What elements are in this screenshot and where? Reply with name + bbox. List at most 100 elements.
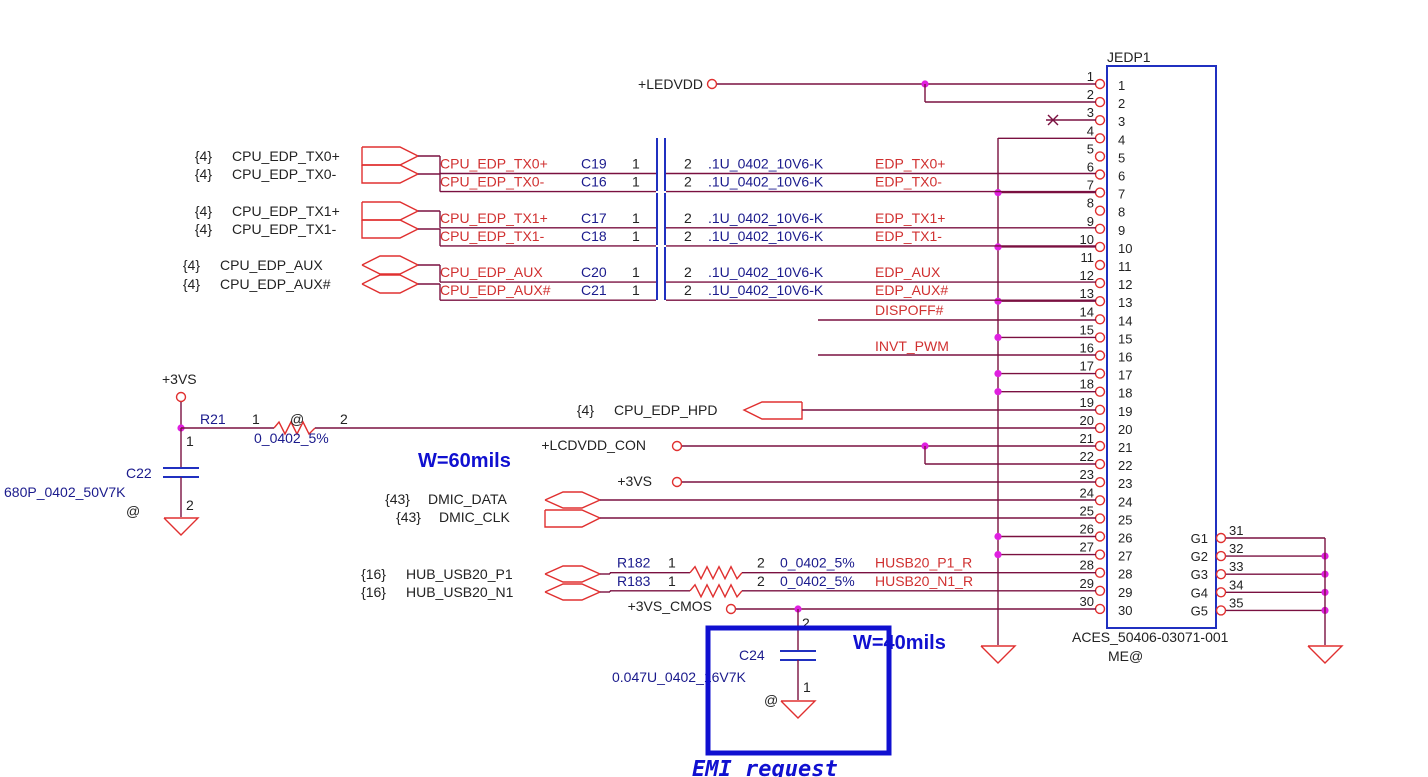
- c24-pin1: 1: [803, 679, 811, 695]
- hpd-sheet: {4}: [577, 402, 594, 418]
- connector-pin-inner: 27: [1118, 549, 1132, 564]
- cap-net-out: EDP_AUX#: [875, 282, 948, 298]
- connector-pin-inner: 2: [1118, 96, 1125, 111]
- usb-res-pin1: 1: [668, 555, 676, 571]
- connector-pin-inner: 15: [1118, 331, 1132, 346]
- connector-pin-number: 10: [1080, 232, 1094, 247]
- ground-symbol: [780, 700, 817, 719]
- cap-net-out: EDP_TX0-: [875, 174, 942, 190]
- usb-resistor: [689, 565, 743, 581]
- input-net-name: CPU_EDP_TX0-: [232, 166, 337, 182]
- usb-res-ref: R182: [617, 555, 651, 571]
- connector-pin-number: 19: [1080, 395, 1094, 410]
- connector-pin-inner: 3: [1118, 114, 1125, 129]
- lcdvdd-circle: [671, 440, 683, 452]
- connector-pin-circle: [1094, 404, 1106, 415]
- connector-pin-number: 11: [1081, 250, 1095, 265]
- connector-pin-number: 18: [1080, 377, 1094, 392]
- signal-port: [361, 255, 420, 275]
- connector-pin-number: 21: [1080, 431, 1094, 446]
- connector-pin-circle: [1094, 440, 1106, 452]
- dmic-clk-port: [544, 509, 602, 528]
- emi-box: [705, 625, 892, 756]
- connector-pin-inner: 6: [1118, 169, 1125, 184]
- ground-symbol: [163, 517, 200, 536]
- input-net-name: DMIC_DATA: [428, 491, 507, 507]
- ground-pin-circle: [1215, 550, 1227, 562]
- cap-net-out: EDP_TX1+: [875, 210, 945, 226]
- connector-pin-number: 30: [1080, 594, 1094, 609]
- cap-net-in: CPU_EDP_TX1-: [440, 228, 545, 244]
- ground-pin-label: G1: [1191, 531, 1208, 546]
- input-net-name: HUB_USB20_N1: [406, 584, 514, 600]
- cap-net-out: EDP_TX1-: [875, 228, 942, 244]
- c22-ref: C22: [126, 465, 152, 481]
- connector-pin-number: 6: [1087, 160, 1094, 175]
- connector-pin-inner: 24: [1118, 494, 1132, 509]
- cap-pin2: 2: [684, 156, 692, 172]
- invt-pwm-label: INVT_PWM: [875, 338, 949, 354]
- cap-ref: C21: [581, 282, 607, 298]
- connector-pin-inner: 22: [1118, 458, 1132, 473]
- cap-net-in: CPU_EDP_TX0-: [440, 174, 545, 190]
- connector-pin-inner: 11: [1118, 259, 1132, 274]
- connector-pin-inner: 13: [1118, 295, 1132, 310]
- connector-pin-number: 5: [1087, 141, 1094, 156]
- cap-pin1: 1: [632, 282, 640, 298]
- cap-pin1: 1: [632, 174, 640, 190]
- cap-pin1: 1: [632, 156, 640, 172]
- connector-pin-number: 23: [1080, 467, 1094, 482]
- connector-pin-circle: [1094, 223, 1106, 235]
- connector-pin-circle: [1094, 368, 1106, 379]
- connector-part: ACES_50406-03071-001: [1072, 629, 1229, 645]
- ground-symbol: [980, 645, 1017, 664]
- connector-pin-inner: 19: [1118, 404, 1132, 419]
- c24-ref: C24: [739, 647, 765, 663]
- connector-pin-inner: 17: [1118, 368, 1132, 383]
- connector-pin-circle: [1094, 296, 1106, 307]
- cap-pin2: 2: [684, 228, 692, 244]
- connector-pin-number: 26: [1080, 522, 1094, 537]
- connector-pin-number: 9: [1087, 214, 1094, 229]
- input-net-name: CPU_EDP_TX1-: [232, 221, 337, 237]
- input-net-name: CPU_EDP_TX0+: [232, 148, 340, 164]
- usb-res-ref: R183: [617, 573, 651, 589]
- c24-pin2: 2: [802, 615, 810, 631]
- rail-circle: [175, 391, 187, 403]
- connector-pin-circle: [1094, 422, 1106, 434]
- connector-pin-inner: 29: [1118, 585, 1132, 600]
- cap-net-out: EDP_AUX: [875, 264, 941, 280]
- usb-res-net-out: HUSB20_N1_R: [875, 573, 973, 589]
- connector-pin-inner: 25: [1118, 512, 1132, 527]
- cap-pin1: 1: [632, 228, 640, 244]
- r21-ref: R21: [200, 411, 226, 427]
- connector-pin-circle: [1094, 458, 1106, 470]
- sheet-ref: {4}: [195, 148, 212, 164]
- cap-pin2: 2: [684, 264, 692, 280]
- junction-dot: [994, 388, 1002, 396]
- connector-pin-number: 27: [1080, 540, 1094, 555]
- connector-pin-inner: 10: [1118, 241, 1132, 256]
- r21-bom: @: [290, 411, 304, 427]
- junction-dot: [994, 551, 1002, 559]
- usb-res-pin1: 1: [668, 573, 676, 589]
- connector-pin-circle: [1094, 332, 1106, 343]
- sheet-ref: {4}: [183, 276, 200, 292]
- connector-pin-inner: 20: [1118, 422, 1132, 437]
- connector-pin-circle: [1094, 78, 1106, 90]
- junction-dot: [994, 532, 1002, 541]
- cap-value: .1U_0402_10V6-K: [708, 264, 824, 280]
- usb-n1-port: [544, 583, 602, 601]
- connector-pin-number: 3: [1087, 105, 1094, 120]
- connector-pin-number: 25: [1080, 503, 1094, 518]
- connector-body: [1106, 65, 1217, 629]
- connector-pin-number: 14: [1080, 304, 1094, 319]
- ledvdd-label: +LEDVDD: [638, 76, 703, 92]
- sheet-ref: {4}: [195, 203, 212, 219]
- connector-pin-number: 8: [1087, 196, 1094, 211]
- resistor-r21: [273, 420, 316, 436]
- connector-pin-circle: [1094, 187, 1106, 198]
- signal-port: [361, 201, 420, 221]
- sheet-ref: {43}: [385, 491, 410, 507]
- connector-pin-inner: 21: [1118, 440, 1132, 455]
